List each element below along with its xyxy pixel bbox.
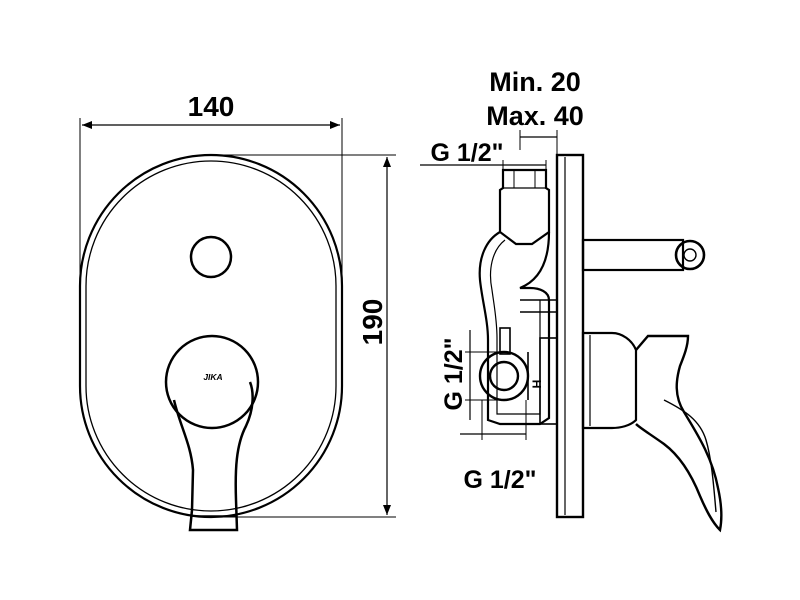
front-view xyxy=(78,118,396,532)
valve-body-inner-contour xyxy=(489,239,541,415)
diverter-knob xyxy=(189,235,233,279)
height-arrow-top xyxy=(383,157,391,167)
height-label: 190 xyxy=(357,299,388,346)
height-arrow-bottom xyxy=(383,505,391,515)
side-thread-label: G 1/2" xyxy=(440,338,468,411)
cartridge-housing xyxy=(581,331,638,430)
side-view-labels: Min. 20 Max. 40 G 1/2" G 1/2" G 1/2" H xyxy=(431,67,584,494)
cover-plate-outline xyxy=(78,153,344,519)
side-view xyxy=(420,130,723,533)
lever-handle xyxy=(172,381,254,532)
side-inlet-post xyxy=(499,327,511,355)
width-arrow-left xyxy=(82,121,92,129)
top-thread-label: G 1/2" xyxy=(431,139,504,167)
diverter-spindle-end-inner xyxy=(683,248,697,262)
depth-min-label: Min. 20 xyxy=(489,67,581,97)
side-lever-highlight xyxy=(663,399,717,513)
diverter-spindle xyxy=(581,238,685,272)
lever-rosette xyxy=(164,334,260,430)
bottom-thread-label: G 1/2" xyxy=(464,466,537,494)
top-inlet-port xyxy=(498,168,551,246)
side-lever-handle xyxy=(635,334,723,533)
width-arrow-right xyxy=(330,121,340,129)
depth-max-label: Max. 40 xyxy=(486,101,584,131)
width-label: 140 xyxy=(188,91,235,122)
diverter-spindle-end xyxy=(674,239,706,271)
cartridge-behind-plate xyxy=(539,337,558,425)
brand-logo-text: JIKA xyxy=(203,372,222,382)
hot-marker: H xyxy=(530,380,544,389)
valve-body xyxy=(478,231,551,426)
cover-plate-inner-outline xyxy=(85,160,337,512)
side-inlet-inner xyxy=(488,360,520,392)
wall-plate xyxy=(555,153,585,519)
